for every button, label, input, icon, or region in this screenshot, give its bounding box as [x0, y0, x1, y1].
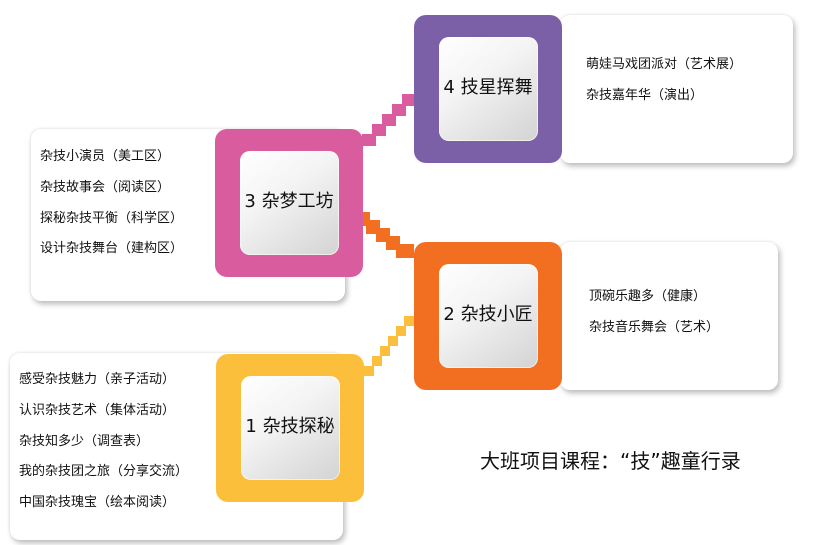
diagram-title: 大班项目课程：“技”趣童行录	[480, 449, 741, 473]
stage3-inner	[240, 151, 339, 255]
stage3-label: 3 杂梦工坊	[244, 191, 334, 212]
stage3-box: 3 杂梦工坊	[215, 129, 363, 277]
stage3-activity: 设计杂技舞台（建构区）	[40, 241, 184, 257]
stage2-label: 2 杂技小匠	[443, 304, 533, 325]
stage1-inner	[241, 376, 340, 480]
stage3-activity: 杂技故事会（阅读区）	[40, 179, 171, 195]
stage1-label: 1 杂技探秘	[245, 416, 335, 437]
stage2-activities-panel: 顶碗乐趣多（健康） 杂技音乐舞会（艺术）	[560, 242, 778, 390]
stage4-activities-panel: 萌娃马戏团派对（艺术展） 杂技嘉年华（演出）	[560, 15, 793, 163]
stage3-activity: 探秘杂技平衡（科学区）	[40, 210, 184, 226]
stage4-inner	[439, 37, 538, 141]
stage4-box: 4 技星挥舞	[414, 15, 562, 163]
stage1-activity: 中国杂技瑰宝（绘本阅读）	[19, 495, 176, 511]
stage2-activity: 顶碗乐趣多（健康）	[589, 289, 707, 304]
stage1-activity: 感受杂技魅力（亲子活动）	[19, 372, 176, 387]
stage4-activity: 萌娃马戏团派对（艺术展）	[586, 57, 743, 72]
stage1-activity: 我的杂技团之旅（分享交流）	[19, 464, 189, 480]
stage3-activity: 杂技小演员（美工区）	[40, 149, 171, 164]
connector-1-to-2	[364, 316, 414, 376]
stage4-activity: 杂技嘉年华（演出）	[586, 87, 704, 103]
stage2-box: 2 杂技小匠	[414, 242, 562, 390]
connector-3-to-4	[362, 94, 414, 146]
stage2-activity: 杂技音乐舞会（艺术）	[589, 319, 720, 335]
stage1-activity: 认识杂技艺术（集体活动）	[19, 402, 176, 418]
stage4-label: 4 技星挥舞	[443, 77, 533, 98]
stage1-activity: 杂技知多少（调查表）	[19, 433, 150, 449]
stage1-box: 1 杂技探秘	[216, 354, 364, 502]
stage2-inner	[439, 264, 538, 368]
